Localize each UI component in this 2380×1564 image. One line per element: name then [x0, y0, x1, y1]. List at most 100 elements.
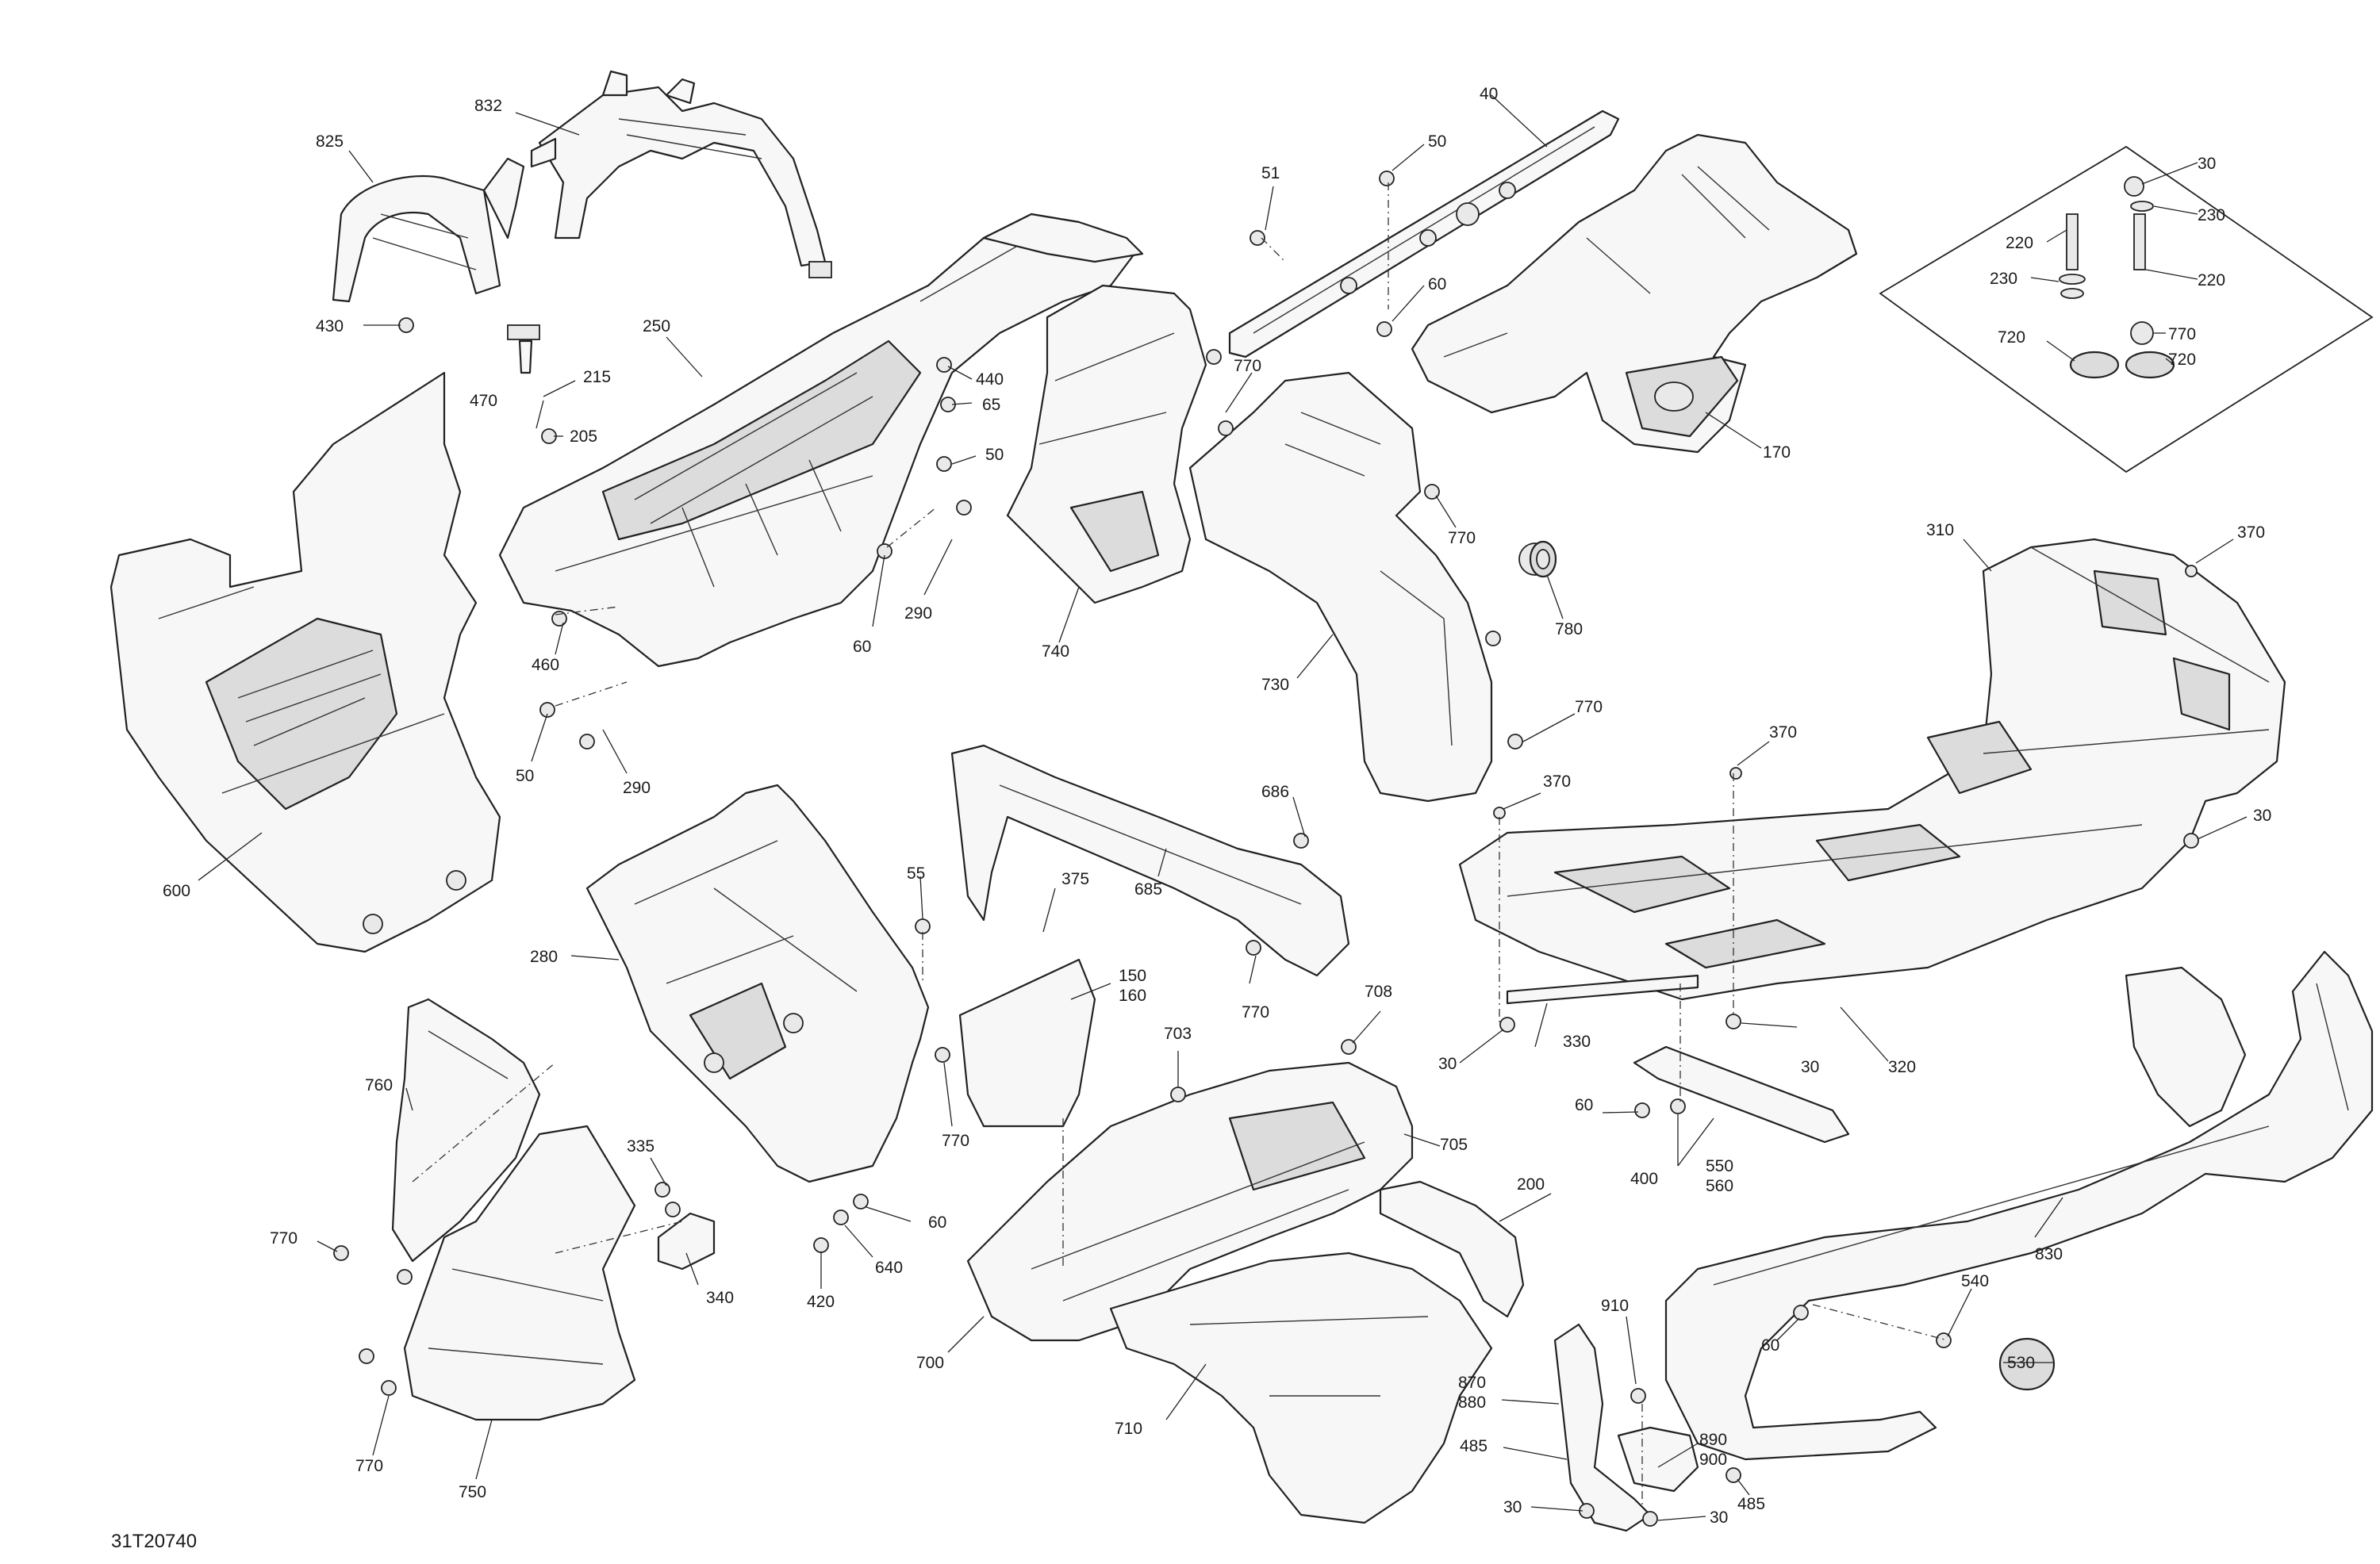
part-200-trim [1379, 1180, 1525, 1318]
callout-55: 55 [907, 864, 925, 883]
callout-60-d: 60 [1575, 1096, 1593, 1114]
callout-890: 890 [1699, 1431, 1727, 1449]
part-310-rear-rack [1458, 538, 2286, 1001]
callout-780: 780 [1555, 620, 1583, 638]
callout-200: 200 [1517, 1175, 1545, 1194]
hardware-kit-box [1879, 145, 2374, 473]
part-170-dash-bracket [1411, 133, 1858, 454]
callout-900: 900 [1699, 1451, 1727, 1469]
part-832-upper-bracket [530, 70, 832, 278]
callout-710: 710 [1115, 1420, 1142, 1438]
callout-550: 550 [1706, 1157, 1733, 1175]
callout-290-b: 290 [623, 779, 651, 797]
callout-705: 705 [1440, 1136, 1468, 1154]
callout-370-b: 370 [1769, 723, 1797, 742]
callout-30-e: 30 [1503, 1498, 1522, 1516]
callout-870: 870 [1458, 1374, 1486, 1392]
callout-280: 280 [530, 948, 558, 966]
callout-485-b: 485 [1737, 1495, 1765, 1513]
callout-50-c: 50 [1428, 132, 1446, 151]
callout-215: 215 [583, 368, 611, 386]
callout-170: 170 [1763, 443, 1791, 462]
callout-50-b: 50 [516, 767, 534, 785]
callout-770-d: 770 [2168, 325, 2196, 343]
part-780-grommet [1529, 540, 1557, 578]
callout-700: 700 [916, 1354, 944, 1372]
callout-370-c: 370 [1543, 772, 1571, 791]
part-870-880-bracket [1553, 1323, 1699, 1532]
callout-60-a: 60 [853, 638, 871, 656]
callout-880: 880 [1458, 1393, 1486, 1412]
part-830-rear-rail [1664, 950, 2374, 1461]
callout-770-a: 770 [1234, 357, 1261, 375]
callout-205: 205 [570, 427, 597, 446]
part-340-bracket [657, 1212, 716, 1271]
part-600-front-panel [109, 371, 501, 953]
callout-375: 375 [1061, 870, 1089, 888]
callout-832: 832 [474, 97, 502, 115]
callout-60-e: 60 [1761, 1336, 1779, 1355]
part-700-dash [966, 1061, 1414, 1342]
callout-530: 530 [2007, 1354, 2035, 1372]
callout-640: 640 [875, 1259, 903, 1277]
callout-60-b: 60 [1428, 275, 1446, 293]
callout-60-c: 60 [928, 1213, 946, 1232]
callout-760: 760 [365, 1076, 393, 1094]
callout-65: 65 [982, 396, 1000, 414]
callout-560: 560 [1706, 1177, 1733, 1195]
callout-460: 460 [532, 656, 559, 674]
callout-825: 825 [316, 132, 344, 151]
callout-600: 600 [163, 882, 190, 900]
part-550-560-link [1633, 1045, 1850, 1144]
callout-230-b: 230 [1990, 270, 2017, 288]
part-250-front-support [498, 213, 1144, 668]
callout-30-a: 30 [2198, 155, 2216, 173]
callout-830: 830 [2035, 1245, 2063, 1263]
document-code: 31T20740 [111, 1531, 198, 1552]
callout-420: 420 [807, 1293, 835, 1311]
callout-720-b: 720 [2168, 351, 2196, 369]
callout-370-a: 370 [2237, 523, 2265, 542]
callout-50-a: 50 [985, 446, 1004, 464]
callout-30-b: 30 [2253, 807, 2271, 825]
part-530-plug [1998, 1337, 2056, 1391]
callout-770-e: 770 [1242, 1003, 1269, 1022]
callout-770-c: 770 [1575, 698, 1603, 716]
callout-770-b: 770 [1448, 529, 1476, 547]
callout-220-a: 220 [2006, 234, 2033, 252]
part-685-brace [950, 744, 1350, 977]
callout-310: 310 [1926, 521, 1954, 539]
callout-440: 440 [976, 370, 1004, 389]
callout-750: 750 [459, 1483, 486, 1501]
callout-708: 708 [1365, 983, 1392, 1001]
callout-160: 160 [1119, 987, 1146, 1005]
callout-335: 335 [627, 1137, 654, 1156]
callout-400: 400 [1630, 1170, 1658, 1188]
callout-430: 430 [316, 317, 344, 335]
callout-740: 740 [1042, 642, 1069, 661]
part-730-dash-side [1188, 371, 1552, 803]
callout-250: 250 [643, 317, 670, 335]
callout-40: 40 [1480, 85, 1498, 103]
part-740-center-panel [1006, 284, 1207, 604]
callout-540: 540 [1961, 1272, 1989, 1290]
callout-686: 686 [1261, 783, 1289, 801]
callout-230-a: 230 [2198, 206, 2225, 224]
callout-485-a: 485 [1460, 1437, 1488, 1455]
callout-290-a: 290 [904, 604, 932, 623]
callout-770-h: 770 [355, 1457, 383, 1475]
callout-220-b: 220 [2198, 271, 2225, 289]
callout-330: 330 [1563, 1033, 1591, 1051]
part-150-160-cover [958, 958, 1096, 1128]
callout-150: 150 [1119, 967, 1146, 985]
callout-leaders [198, 94, 2248, 1521]
callout-30-c: 30 [1438, 1055, 1457, 1073]
part-280-steering-support [585, 784, 930, 1183]
part-760-side-panel [391, 998, 541, 1263]
assembly-lines [412, 182, 1948, 1507]
callout-470: 470 [470, 392, 497, 410]
callout-720-a: 720 [1998, 328, 2025, 347]
callout-320: 320 [1888, 1058, 1916, 1076]
callout-685: 685 [1134, 880, 1162, 899]
